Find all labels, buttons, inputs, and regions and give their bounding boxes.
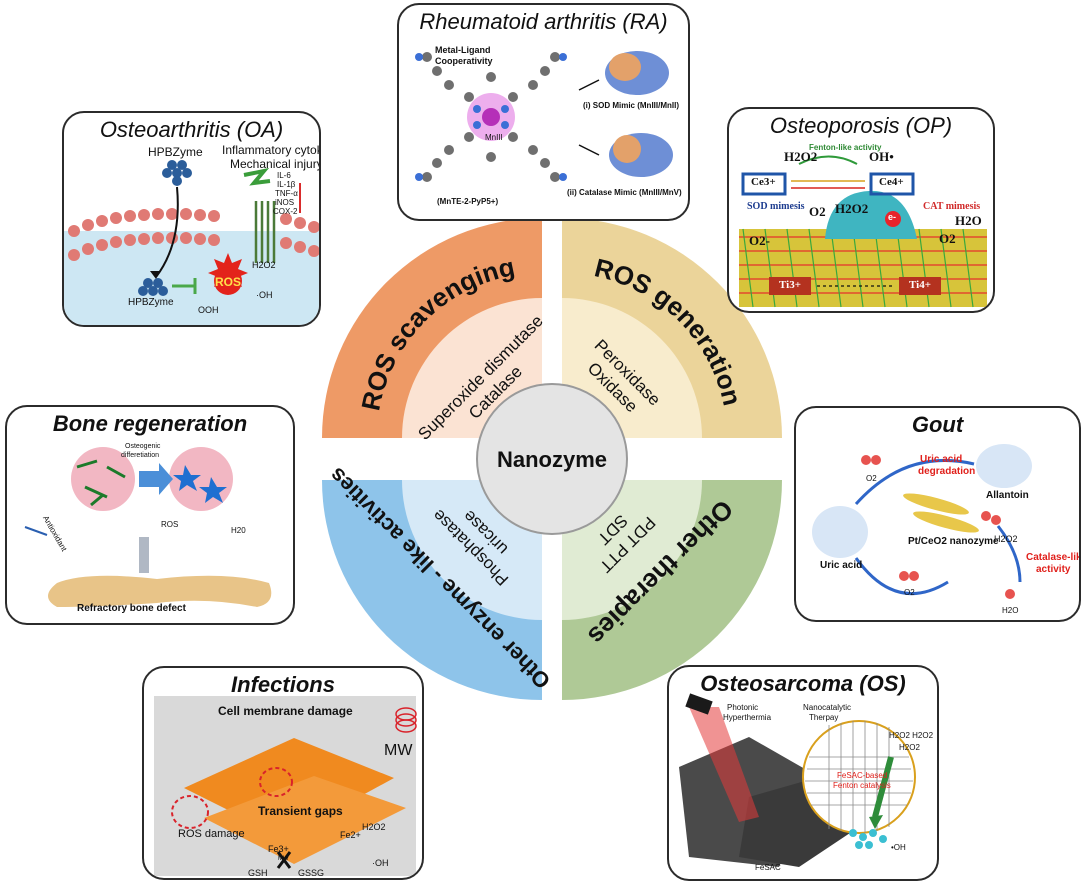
- infections-title: Infections: [231, 672, 335, 697]
- op-title: Osteoporosis (OP): [769, 113, 953, 138]
- ra-compound: (MnTE-2-PyP5+): [437, 197, 499, 206]
- ra-mn-label: MnIII: [485, 133, 503, 142]
- inf-fe2: Fe2+: [340, 830, 361, 840]
- op-ce3: Ce3+: [751, 176, 776, 188]
- oa-ooh: OOH: [198, 305, 219, 315]
- gout-allantoin: Allantoin: [986, 490, 1029, 501]
- inf-mw: MW: [384, 742, 413, 759]
- ra-illustration: [415, 51, 673, 182]
- oa-il1b: IL-1β: [277, 180, 296, 189]
- ra-mlc-line1: Metal-Ligand: [435, 45, 491, 55]
- op-cat: CAT mimesis: [923, 201, 981, 212]
- op-fenton: Fenton-like activity: [809, 143, 882, 152]
- infections-illustration: [154, 696, 417, 876]
- os-h2o2-b: H2O2: [899, 743, 920, 752]
- bone-ros: ROS: [161, 520, 179, 529]
- inf-fe3: Fe3+: [268, 844, 289, 854]
- inf-gssg: GSSG: [298, 868, 325, 878]
- gout-panel: Gout Uric acid degradation Allantoin O2 …: [794, 406, 1081, 622]
- op-ti4: Ti4+: [909, 279, 931, 291]
- rheumatoid-arthritis-panel: Rheumatoid arthritis (RA) Metal-Ligand C…: [397, 3, 690, 221]
- op-h2o2-mid: H2O2: [835, 201, 869, 216]
- bone-osteo-line2: differetiation: [121, 452, 160, 459]
- osteoporosis-panel: Osteoporosis (OP) Fenton-like activity H…: [727, 107, 995, 313]
- gout-uric-deg-line1: Uric acid: [920, 454, 963, 465]
- bone-regeneration-panel: Bone regeneration Osteogenic differetiat…: [5, 405, 295, 625]
- inf-ros-damage: ROS damage: [178, 828, 245, 840]
- gout-catalase-line1: Catalase-like: [1026, 552, 1079, 563]
- oa-cytokine: Inflammatory cytokine: [222, 143, 319, 157]
- inf-gsh: GSH: [248, 868, 268, 878]
- inf-gaps: Transient gaps: [258, 804, 343, 818]
- bone-defect: Refractory bone defect: [77, 603, 186, 614]
- os-oh: •OH: [891, 843, 906, 852]
- oa-ros: ROS: [215, 275, 242, 289]
- osteosarcoma-panel: Osteosarcoma (OS) Photonic Hyperthermia …: [667, 665, 939, 881]
- op-ce4: Ce4+: [879, 176, 904, 188]
- inf-h2o2: H2O2: [362, 822, 386, 832]
- os-photonic-line2: Hyperthermia: [723, 713, 772, 722]
- gout-h2o: H2O: [1002, 606, 1019, 615]
- oa-inos: iNOS: [275, 198, 295, 207]
- gout-o2-bottom: O2: [904, 588, 915, 597]
- op-o2minus: O2-: [749, 233, 770, 248]
- op-h2o2-top: H2O2: [784, 149, 818, 164]
- infections-panel: Infections Cell membrane damage MW Trans…: [142, 666, 424, 880]
- op-ti3: Ti3+: [779, 279, 801, 291]
- os-illustration: [679, 693, 916, 867]
- gout-o2-top: O2: [866, 474, 877, 483]
- op-sod: SOD mimesis: [747, 201, 805, 212]
- bone-osteo-line1: Osteogenic: [125, 443, 161, 450]
- gout-illustration: [812, 444, 1032, 599]
- os-nano-line2: Therpay: [809, 713, 839, 722]
- inf-mw2: MW: [278, 856, 289, 862]
- oa-h2o2: H2O2: [252, 260, 276, 270]
- nanozyme-center-title: Nanozyme: [497, 447, 607, 472]
- osteoarthritis-panel: Osteoarthritis (OA): [62, 111, 321, 327]
- ra-catalase-mimic: (ii) Catalase Mimic (MnIII/MnV): [567, 188, 682, 197]
- osteoarthritis-title: Osteoarthritis (OA): [99, 117, 284, 142]
- os-fenton: Fenton catalysis: [833, 781, 891, 790]
- gout-h2o2: H2O2: [994, 534, 1018, 544]
- os-nano-line1: Nanocatalytic: [803, 703, 852, 712]
- gout-nanozyme: Pt/CeO2 nanozyme: [908, 536, 999, 547]
- gout-uric-deg-line2: degradation: [918, 466, 976, 477]
- os-fesac-based: FeSAC-based: [837, 771, 888, 780]
- oa-hpbzyme-top: HPBZyme: [148, 145, 203, 159]
- gout-uric-acid: Uric acid: [820, 560, 863, 571]
- op-oh: OH•: [869, 149, 894, 164]
- oa-tnf: TNF-α: [275, 189, 298, 198]
- oa-injury: Mechanical injury: [230, 157, 321, 171]
- os-fesac: FeSAC: [755, 863, 781, 872]
- oa-illustration: [64, 160, 319, 325]
- bone-illustration: [24, 447, 272, 607]
- op-o2: O2: [809, 204, 826, 219]
- op-h2o: H2O: [955, 213, 982, 228]
- nanozyme-core: [476, 383, 628, 535]
- oa-il6: IL-6: [277, 171, 291, 180]
- oa-cox2: COX-2: [273, 207, 298, 216]
- ra-mlc-line2: Cooperativity: [435, 56, 493, 66]
- os-title: Osteosarcoma (OS): [700, 671, 906, 696]
- oa-oh: ·OH: [256, 290, 273, 300]
- ra-sod-mimic: (i) SOD Mimic (MnIII/MnII): [583, 101, 679, 110]
- gout-title: Gout: [911, 412, 964, 437]
- inf-oh: ·OH: [372, 858, 389, 868]
- os-h2o2-a: H2O2 H2O2: [889, 731, 934, 740]
- ra-title: Rheumatoid arthritis (RA): [419, 9, 668, 34]
- oa-hpbzyme-bottom: HPBZyme: [128, 297, 174, 308]
- op-o2b: O2: [939, 231, 956, 246]
- inf-membrane: Cell membrane damage: [218, 704, 353, 718]
- op-electron: e-: [888, 212, 897, 222]
- op-illustration: [739, 155, 987, 308]
- gout-catalase-line2: activity: [1036, 564, 1071, 575]
- os-photonic-line1: Photonic: [727, 703, 759, 712]
- bone-h2o: H20: [231, 526, 246, 535]
- bone-title: Bone regeneration: [52, 411, 248, 436]
